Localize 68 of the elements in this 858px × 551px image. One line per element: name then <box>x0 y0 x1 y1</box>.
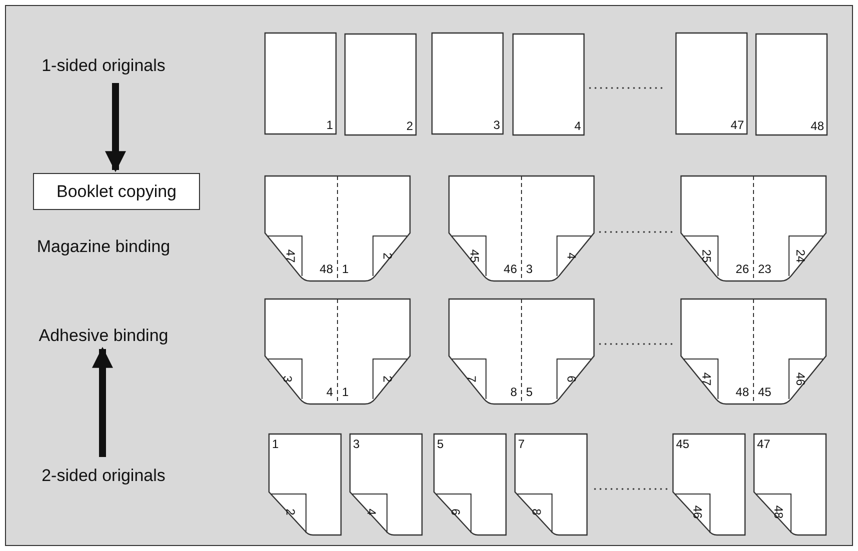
arrow <box>92 346 113 457</box>
page-number: 4 <box>574 120 581 132</box>
folded-sheet <box>681 176 826 281</box>
page-number: 47 <box>700 372 713 386</box>
folded-sheet <box>449 299 594 404</box>
page-number: 4 <box>365 508 378 516</box>
page-number: 46 <box>504 263 517 275</box>
page-number: 47 <box>757 438 770 450</box>
folded-sheet <box>265 176 410 281</box>
page-sheet <box>513 34 584 135</box>
page-number: 1 <box>342 386 349 398</box>
step-label: 2-sided originals <box>40 467 166 484</box>
folded-sheet <box>265 299 410 404</box>
page-number: 48 <box>320 263 333 275</box>
page-number: 1 <box>342 263 349 275</box>
page-number: 6 <box>449 508 462 516</box>
page-number: 5 <box>437 438 444 450</box>
step-label: Magazine binding <box>36 238 172 255</box>
page-number: 45 <box>676 438 690 450</box>
folded-sheet <box>449 176 594 281</box>
page-number: 7 <box>465 376 478 382</box>
arrow <box>105 83 126 172</box>
page-number: 1 <box>272 438 279 450</box>
page-number: 1 <box>326 119 333 131</box>
page-number: 25 <box>700 249 713 263</box>
page-number: 3 <box>526 263 533 275</box>
page-number: 3 <box>281 376 294 382</box>
process-label: Booklet copying <box>55 183 178 200</box>
double-sided-sheet <box>269 434 341 535</box>
page-number: 5 <box>526 386 533 398</box>
double-sided-sheet <box>673 434 745 535</box>
page-number: 48 <box>772 505 785 519</box>
page-number: 45 <box>758 386 772 398</box>
page-number: 6 <box>566 376 578 382</box>
page-sheet <box>265 33 336 134</box>
page-number: 2 <box>284 508 296 516</box>
page-number: 26 <box>736 263 749 275</box>
page-sheet <box>676 33 747 134</box>
page-sheet <box>756 34 827 135</box>
process-box <box>33 173 200 210</box>
page-number: 8 <box>510 386 517 398</box>
page-number: 48 <box>810 120 824 132</box>
page-number: 47 <box>730 119 744 131</box>
page-number: 7 <box>518 438 525 450</box>
page-sheet <box>345 34 416 135</box>
page-number: 47 <box>284 249 297 263</box>
double-sided-sheet <box>434 434 506 535</box>
page-number: 46 <box>794 372 806 386</box>
step-label: Adhesive binding <box>38 327 170 344</box>
page-number: 3 <box>493 119 500 131</box>
folded-sheet <box>681 299 826 404</box>
double-sided-sheet <box>754 434 826 535</box>
page-number: 2 <box>382 252 394 260</box>
page-number: 45 <box>468 249 481 263</box>
page-number: 2 <box>406 120 413 132</box>
step-label: 1-sided originals <box>40 57 166 74</box>
page-number: 46 <box>692 505 704 519</box>
page-number: 23 <box>758 263 772 275</box>
page-number: 8 <box>530 508 542 516</box>
page-sheet <box>432 33 503 134</box>
page-number: 3 <box>353 438 360 450</box>
page-number: 2 <box>382 376 394 382</box>
page-number: 24 <box>794 249 806 263</box>
page-number: 48 <box>736 386 749 398</box>
double-sided-sheet <box>350 434 422 535</box>
page-number: 4 <box>566 252 578 260</box>
double-sided-sheet <box>515 434 587 535</box>
page-number: 4 <box>326 386 333 398</box>
